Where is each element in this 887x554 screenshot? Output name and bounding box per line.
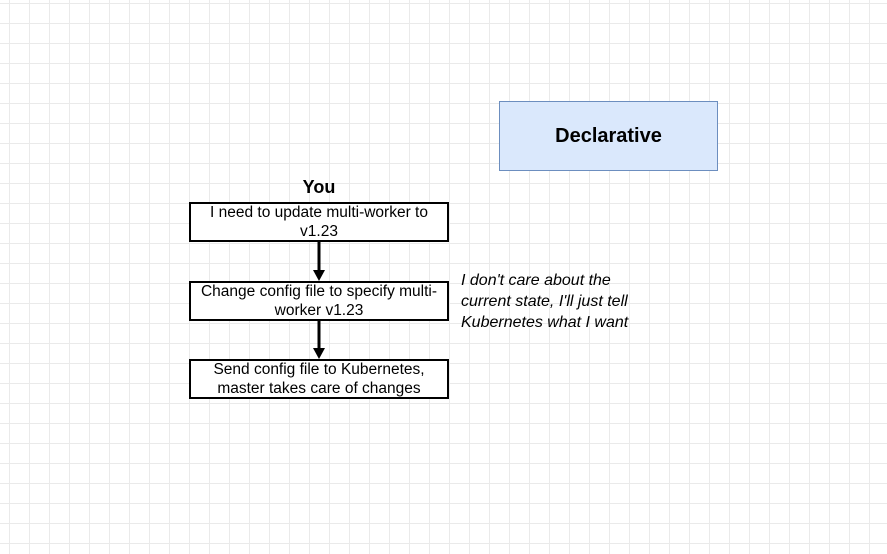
arrow-step-1-to-2	[313, 242, 325, 281]
flow-step-1-text: I need to update multi-worker to v1.23	[210, 204, 428, 240]
flow-step-2-text: Change config file to specify multi-work…	[200, 283, 438, 319]
flow-step-2[interactable]: Change config file to specify multi-work…	[189, 281, 449, 321]
actor-label: You	[302, 177, 336, 197]
diagram-title-box[interactable]: Declarative	[499, 101, 718, 171]
flow-step-3[interactable]: Send config file to Kubernetes, master t…	[189, 359, 449, 399]
arrow-step-2-to-3	[313, 321, 325, 359]
flow-step-1[interactable]: I need to update multi-worker to v1.23	[189, 202, 449, 242]
diagram-title: Declarative	[555, 124, 662, 147]
annotation-note: I don't care about the current state, I'…	[461, 272, 629, 331]
flow-step-3-text: Send config file to Kubernetes, master t…	[213, 361, 425, 397]
